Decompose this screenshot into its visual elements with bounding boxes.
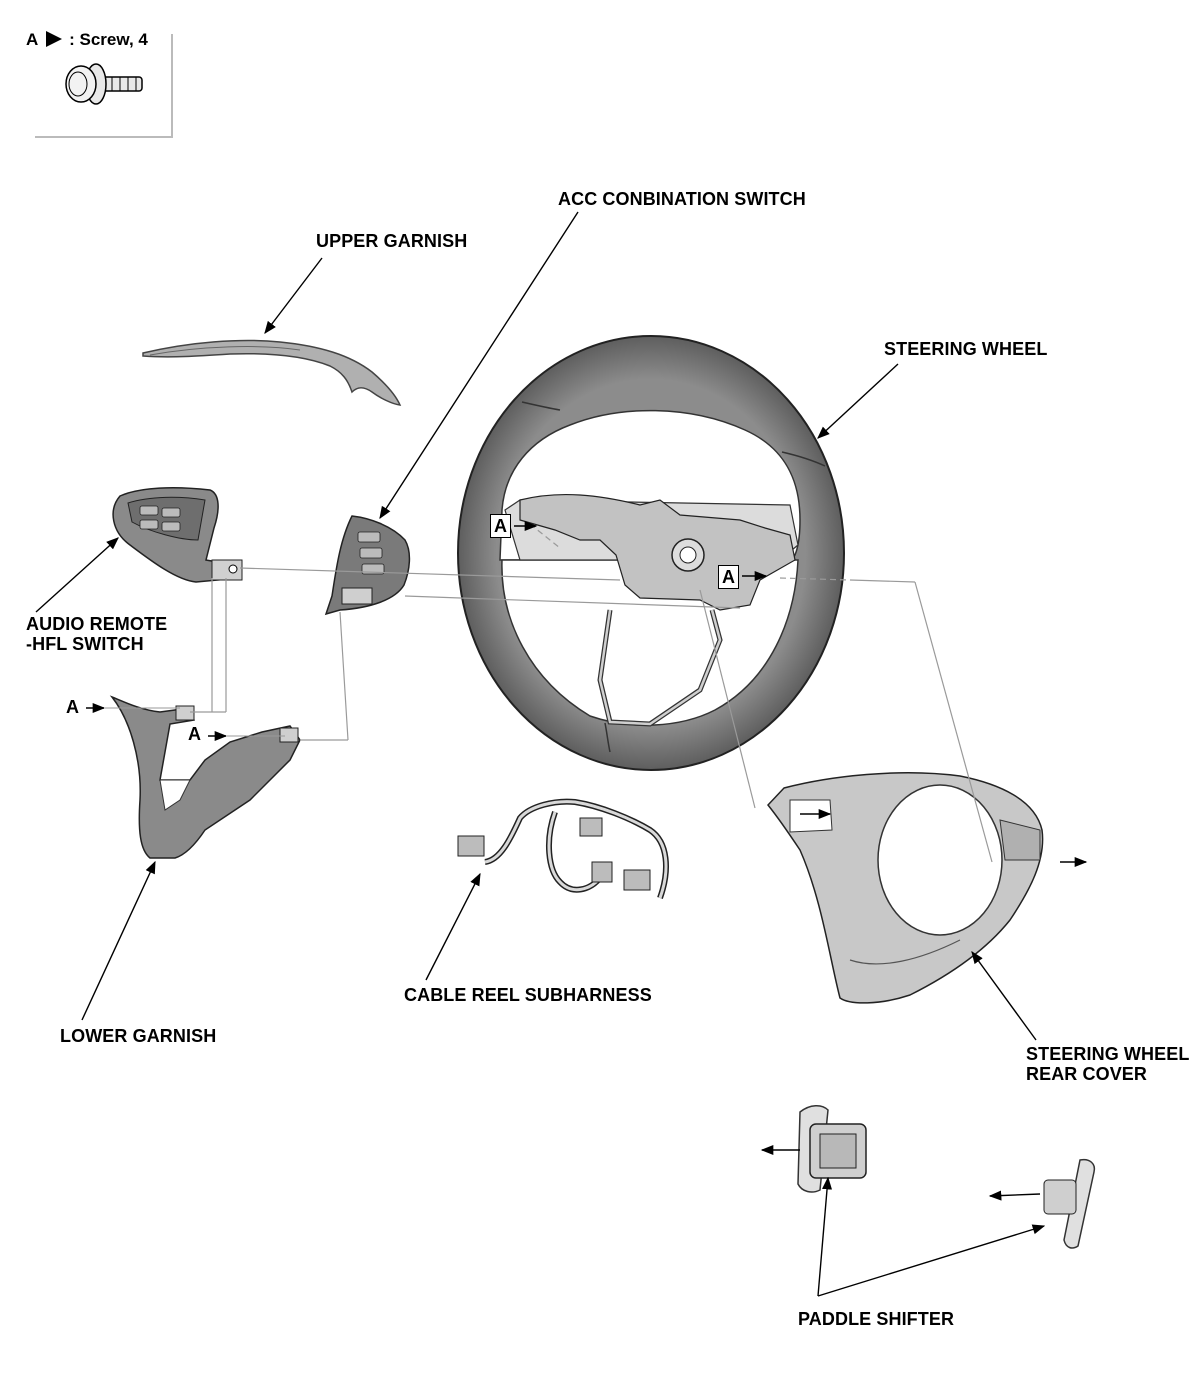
screw-arrows (86, 520, 1088, 1201)
paddle-shifter-label: PADDLE SHIFTER (798, 1309, 955, 1329)
cable-reel-part (457, 798, 669, 900)
steering-wheel-label: STEERING WHEEL (884, 339, 1048, 359)
rear-cover-label-line1: STEERING WHEEL (1026, 1044, 1190, 1064)
upper-garnish-label: UPPER GARNISH (316, 231, 468, 251)
leader-arrows (35, 211, 1046, 1297)
upper-garnish-part (142, 339, 402, 406)
legend-frame (35, 34, 173, 138)
paddle-shifter-right-part (1043, 1158, 1096, 1249)
guide-lines (190, 523, 993, 863)
acc-switch-label: ACC CONBINATION SWITCH (558, 189, 806, 209)
legend-arrow-icon (46, 31, 62, 47)
steering-wheel-part (457, 335, 845, 771)
screw-tag-wheel-left: A (490, 514, 511, 538)
screw-tag-lower-right: A (188, 724, 201, 744)
legend: A : Screw, 4 (26, 30, 148, 50)
acc-switch-part (324, 515, 411, 616)
screw-tag-wheel-right: A (718, 565, 739, 589)
screw-icon (65, 63, 143, 105)
rear-cover-label: STEERING WHEEL REAR COVER (1026, 1044, 1189, 1084)
legend-text: : Screw, 4 (69, 30, 148, 49)
audio-switch-part (112, 487, 243, 583)
screw-tag-lower-left: A (66, 697, 79, 717)
audio-switch-label-line2: -HFL SWITCH (26, 634, 144, 654)
paddle-shifter-left-part (797, 1105, 867, 1193)
cable-reel-label: CABLE REEL SUBHARNESS (404, 985, 652, 1005)
lower-garnish-part (109, 695, 301, 859)
legend-marker: A (26, 30, 38, 49)
rear-cover-part (767, 772, 1044, 1004)
audio-switch-label: AUDIO REMOTE -HFL SWITCH (26, 614, 167, 654)
rear-cover-label-line2: REAR COVER (1026, 1064, 1148, 1084)
audio-switch-label-line1: AUDIO REMOTE (26, 614, 168, 634)
lower-garnish-label: LOWER GARNISH (60, 1026, 217, 1046)
